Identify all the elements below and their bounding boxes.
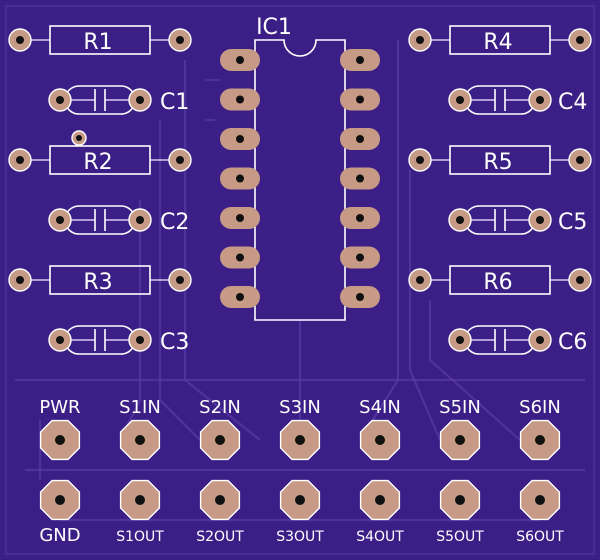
drill-hole (215, 435, 225, 445)
resistor-r1: R1 (8, 25, 192, 55)
capacitor-label: C6 (558, 330, 587, 355)
connector-label-top: S2IN (199, 397, 241, 418)
resistors: R1 R2 R3 R4 (8, 25, 592, 295)
drill-hole (236, 214, 244, 222)
drill-hole (135, 495, 145, 505)
drill-hole (295, 435, 305, 445)
connector-label-bottom: S3OUT (276, 529, 324, 545)
resistor-label: R3 (83, 270, 112, 295)
connector-label-bottom: S2OUT (196, 529, 244, 545)
capacitor-label: C3 (160, 330, 189, 355)
capacitor-c5: C5 (448, 205, 587, 235)
drill-hole (535, 435, 545, 445)
resistor-label: R1 (83, 30, 112, 55)
drill-hole (236, 253, 244, 262)
drill-hole (236, 135, 244, 143)
connector-row: PWR GND S1IN S1OUT S2IN S2OUT S3IN S3OUT S4IN S4O… (39, 397, 564, 546)
connector-label-top: S3IN (279, 397, 321, 418)
capacitor-label: C2 (160, 210, 189, 235)
drill-hole (236, 293, 244, 301)
capacitors: C1 C2 C3 C4 (48, 85, 587, 355)
capacitor-c2: C2 (48, 205, 189, 235)
connector-label-bottom: S5OUT (436, 529, 484, 545)
capacitor-c6: C6 (448, 325, 587, 355)
resistor-label: R5 (483, 150, 512, 175)
capacitor-c4: C4 (448, 85, 587, 115)
capacitor-label: C5 (558, 210, 587, 235)
resistor-body (49, 145, 151, 175)
drill-hole (356, 135, 364, 143)
capacitor-c3: C3 (48, 325, 189, 355)
resistor-body (449, 265, 551, 295)
drill-hole (356, 253, 364, 262)
connector-label-bottom: S1OUT (116, 529, 164, 545)
drill-hole (375, 495, 385, 505)
drill-hole (455, 495, 465, 505)
drill-hole (356, 174, 364, 183)
resistor-label: R4 (483, 30, 512, 55)
resistor-body (49, 265, 151, 295)
drill-hole (215, 495, 225, 505)
resistor-body (449, 25, 551, 55)
capacitor-label: C4 (558, 90, 587, 115)
ic-label: IC1 (256, 15, 292, 40)
drill-hole (55, 495, 65, 505)
drill-hole (236, 174, 244, 183)
connector-label-top: S1IN (119, 397, 161, 418)
drill-hole (236, 56, 244, 64)
connector-label-bottom: GND (39, 525, 80, 546)
ic-pins (220, 49, 380, 308)
resistor-r4: R4 (408, 25, 592, 55)
drill-hole (375, 435, 385, 445)
drill-hole (55, 435, 65, 445)
drill-hole (356, 56, 364, 64)
drill-hole (135, 435, 145, 445)
resistor-r5: R5 (408, 145, 592, 175)
capacitor-label: C1 (160, 90, 189, 115)
connector-label-top: S4IN (359, 397, 401, 418)
connector-label-top: S5IN (439, 397, 481, 418)
drill-hole (236, 95, 244, 104)
drill-hole (356, 214, 364, 222)
connector-label-top: PWR (39, 397, 80, 418)
resistor-label: R6 (483, 270, 512, 295)
capacitor-c1: C1 (48, 85, 189, 115)
resistor-r3: R3 (8, 265, 192, 295)
board-outline (5, 5, 595, 555)
drill-hole (356, 95, 364, 104)
resistor-r2: R2 (8, 130, 192, 175)
connector-label-bottom: S4OUT (356, 529, 404, 545)
connector-label-bottom: S6OUT (516, 529, 564, 545)
resistor-r6: R6 (408, 265, 592, 295)
drill-hole (295, 495, 305, 505)
drill-hole (535, 495, 545, 505)
ic1: IC1 (220, 15, 380, 321)
drill-hole (455, 435, 465, 445)
ic-outline (254, 39, 346, 321)
resistor-body (449, 145, 551, 175)
resistor-label: R2 (83, 150, 112, 175)
resistor-body (49, 25, 151, 55)
drill-hole (356, 293, 364, 301)
connector-label-top: S6IN (519, 397, 561, 418)
